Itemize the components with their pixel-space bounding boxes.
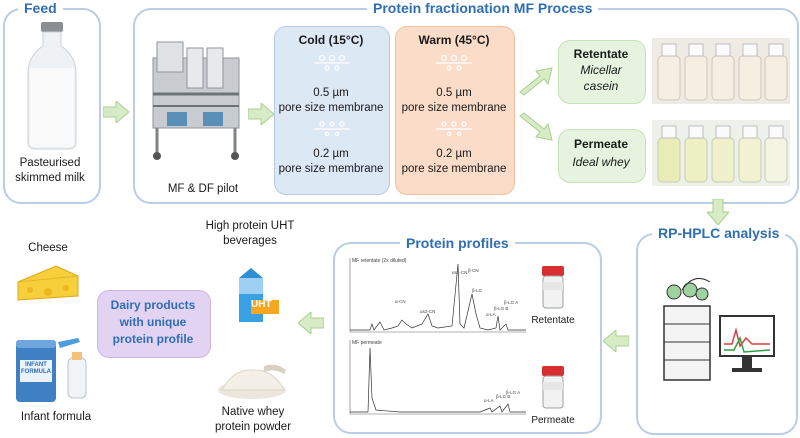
profiles-title: Protein profiles bbox=[400, 235, 515, 251]
uht-line1: High protein UHT bbox=[205, 220, 295, 232]
cold-membrane1-size: 0.5 µm bbox=[313, 87, 349, 99]
permeate-box bbox=[558, 129, 646, 183]
whey-powder-icon bbox=[214, 360, 290, 400]
warm-membrane1-size: 0.5 µm bbox=[436, 87, 472, 99]
arrow-to-hplc bbox=[707, 199, 729, 225]
peak-label: β-LG B bbox=[496, 394, 511, 399]
peak-label: α-LA bbox=[486, 312, 496, 317]
peak-label: β-LG A bbox=[506, 390, 521, 395]
warm-box bbox=[395, 26, 515, 195]
cold-membrane2-size: 0.2 µm bbox=[313, 148, 349, 160]
uht-badge: UHT bbox=[251, 299, 272, 310]
arrow-profiles-to-products bbox=[298, 312, 324, 334]
retentate-line1: Micellar bbox=[580, 63, 622, 77]
permeate-bottles-image bbox=[652, 120, 790, 186]
dairy-line2: with unique bbox=[119, 314, 187, 329]
uht-label: High protein UHT beverages bbox=[194, 219, 306, 249]
cold-membrane-icon-1 bbox=[312, 52, 352, 74]
chrom2-peak-labels: α-LA β-LG B β-LG A bbox=[340, 336, 530, 422]
warm-membrane2-desc: pore size membrane bbox=[401, 163, 507, 175]
cold-title: Cold (15°C) bbox=[298, 33, 364, 47]
uht-carton-icon bbox=[231, 268, 279, 326]
retentate-tube-label: Retentate bbox=[531, 315, 575, 326]
feed-title: Feed bbox=[18, 0, 63, 16]
uht-line2: beverages bbox=[223, 234, 277, 247]
infant-formula-icon bbox=[14, 336, 98, 406]
peak-label: β-LG B bbox=[494, 306, 509, 311]
arrow-to-permeate bbox=[518, 112, 554, 142]
peak-label: β-CN bbox=[468, 268, 479, 273]
peak-label: α-CN bbox=[395, 299, 406, 304]
permeate-tube-label: Permeate bbox=[531, 415, 575, 426]
hplc-instrument-icon bbox=[654, 272, 782, 390]
arrow-feed-to-process bbox=[103, 101, 129, 123]
cold-membrane-icon-2 bbox=[312, 118, 352, 140]
hplc-title: RP-HPLC analysis bbox=[652, 225, 786, 241]
warm-membrane-icon-2 bbox=[434, 118, 474, 140]
chrom1-peak-labels: α-CN αs2-CN αs1-CN β-CN β-LG α-LA β-LG B… bbox=[340, 254, 530, 340]
feed-label-line2: skimmed milk bbox=[15, 171, 85, 184]
infant-formula-label: Infant formula bbox=[20, 411, 92, 423]
arrow-pilot-to-membranes bbox=[248, 103, 274, 125]
dairy-products-box bbox=[97, 290, 211, 358]
retentate-line2: casein bbox=[583, 79, 619, 93]
can-line2: FORMULA bbox=[21, 369, 51, 376]
arrow-hplc-to-profiles bbox=[603, 330, 629, 352]
chromatogram-permeate: MF permeate bbox=[340, 336, 530, 422]
retentate-box bbox=[558, 40, 646, 104]
retentate-tube-icon bbox=[538, 266, 568, 310]
chromatogram-retentate: MF retentate (2x diluted) bbox=[340, 254, 530, 340]
peak-label: αs2-CN bbox=[420, 309, 436, 314]
milk-bottle-icon bbox=[24, 22, 80, 150]
retentate-bottles-image bbox=[652, 38, 790, 104]
cheese-icon bbox=[16, 262, 80, 302]
can-line1: INFANT bbox=[25, 362, 47, 368]
peak-label: β-LG bbox=[472, 288, 483, 293]
permeate-subtitle: Ideal whey bbox=[572, 155, 630, 169]
cheese-label: Cheese bbox=[28, 242, 68, 254]
mf-pilot-image bbox=[143, 38, 253, 162]
chrom2-title: MF permeate bbox=[352, 340, 382, 346]
cold-membrane1-desc: pore size membrane bbox=[278, 102, 384, 114]
feed-label-line1: Pasteurised bbox=[19, 157, 81, 169]
peak-label: α-LA bbox=[484, 398, 494, 403]
mf-process-title: Protein fractionation MF Process bbox=[367, 0, 599, 16]
retentate-title: Retentate bbox=[573, 47, 629, 61]
permeate-title: Permeate bbox=[573, 137, 629, 151]
warm-membrane1-desc: pore size membrane bbox=[401, 102, 507, 114]
dairy-products-label: Dairy products with unique protein profi… bbox=[97, 297, 209, 347]
mf-pilot-label: MF & DF pilot bbox=[167, 183, 239, 195]
arrow-to-retentate bbox=[518, 66, 554, 96]
whey-line1: Native whey bbox=[221, 406, 285, 418]
peak-label: αs1-CN bbox=[452, 270, 468, 275]
whey-label: Native whey protein powder bbox=[205, 405, 301, 435]
cold-membrane2-desc: pore size membrane bbox=[278, 163, 384, 175]
warm-membrane2-size: 0.2 µm bbox=[436, 148, 472, 160]
dairy-line1: Dairy products bbox=[110, 298, 196, 312]
feed-label: Pasteurised skimmed milk bbox=[4, 156, 96, 186]
whey-line2: protein powder bbox=[214, 420, 292, 433]
infant-can-text: INFANT FORMULA bbox=[20, 362, 52, 376]
warm-title: Warm (45°C) bbox=[418, 33, 490, 47]
peak-label: β-LG A bbox=[504, 300, 519, 305]
chrom1-title: MF retentate (2x diluted) bbox=[352, 258, 407, 264]
cold-box bbox=[274, 26, 390, 195]
warm-membrane-icon-1 bbox=[434, 52, 474, 74]
dairy-line3: protein profile bbox=[112, 331, 194, 346]
permeate-tube-icon bbox=[538, 366, 568, 410]
